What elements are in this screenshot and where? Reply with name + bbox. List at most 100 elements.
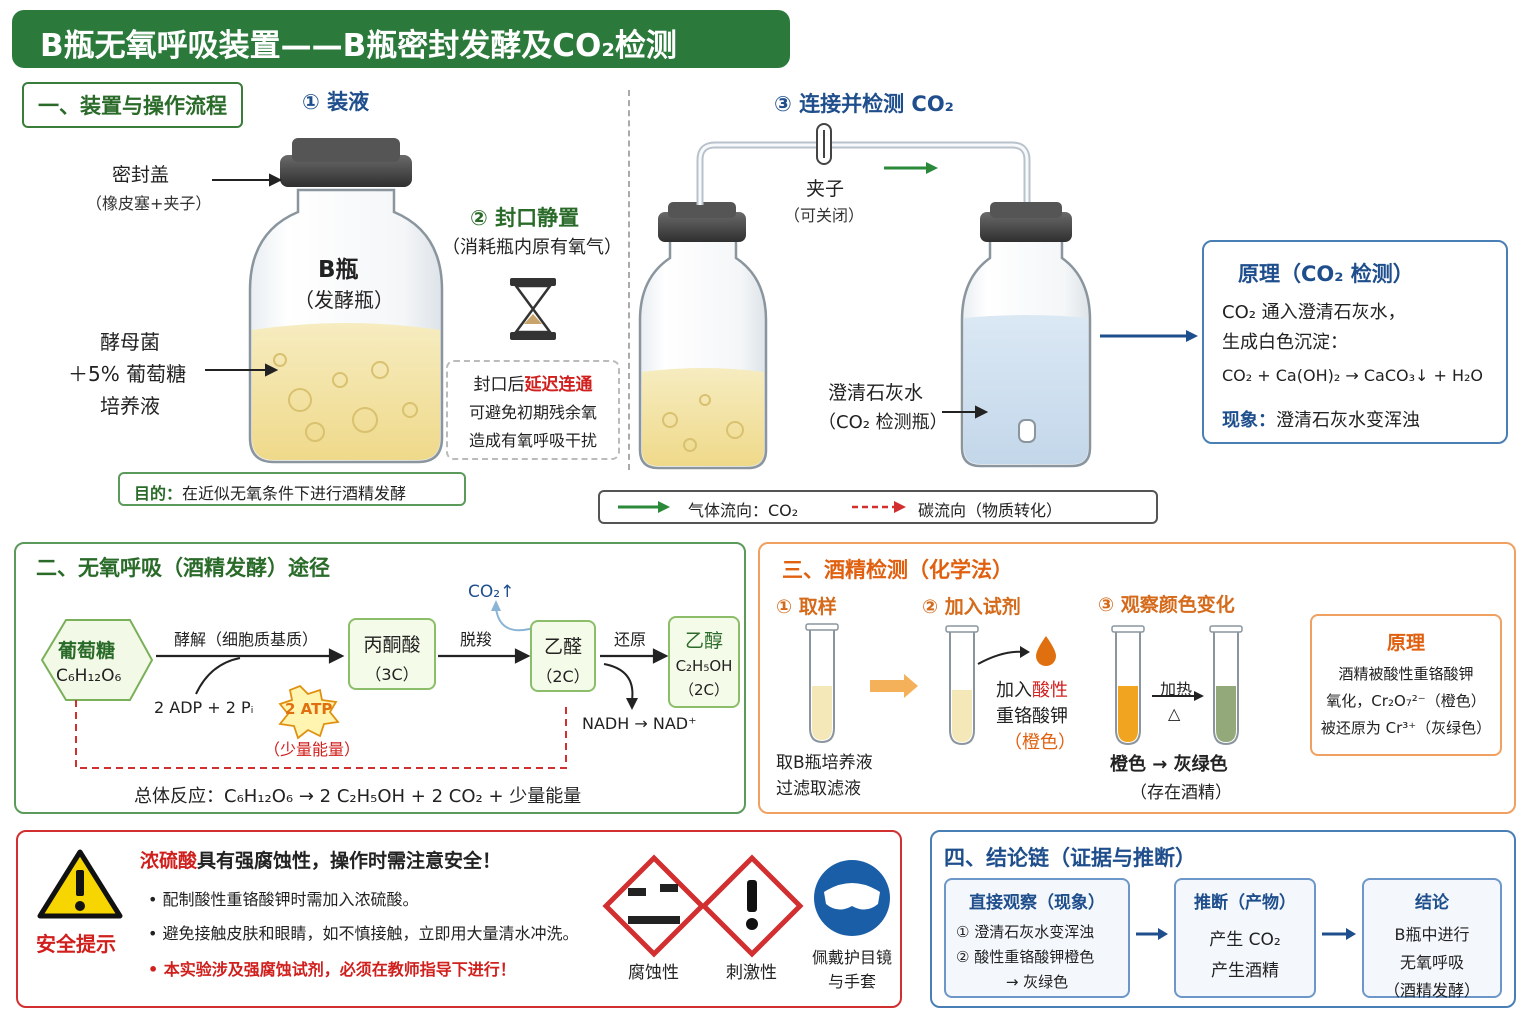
decarboxylation-label: 脱羧 bbox=[460, 630, 493, 649]
conclusion-title: 结论 bbox=[1415, 893, 1449, 913]
nadh-label: NADH → NAD⁺ bbox=[582, 714, 697, 733]
purpose-box: 目的：在近似无氧条件下进行酒精发酵 bbox=[118, 472, 466, 506]
test-tube-sample bbox=[805, 623, 839, 744]
pyruvate-label: 丙酮酸 bbox=[363, 634, 421, 656]
safety-panel bbox=[16, 830, 902, 1008]
s3-step2: ② 加入试剂 bbox=[922, 596, 1021, 618]
limewater-label: 澄清石灰水 bbox=[828, 382, 924, 404]
s3-reagent-1a: 加入 bbox=[996, 680, 1032, 701]
safety-bullet-2: • 避免接触皮肤和眼睛，如不慎接触，立即用大量清水冲洗。 bbox=[148, 924, 579, 943]
cap-label: 密封盖 bbox=[112, 164, 170, 186]
test-tube-orange bbox=[1111, 625, 1145, 746]
safety-headline-b: 具有强腐蚀性，操作时需注意安全！ bbox=[197, 850, 502, 872]
s3-sample-1: 取B瓶培养液 bbox=[776, 753, 873, 773]
clamp-icon bbox=[816, 123, 832, 165]
label-arrows bbox=[205, 173, 283, 377]
overall-reaction: 总体反应：C₆H₁₂O₆ → 2 C₂H₅OH + 2 CO₂ + 少量能量 bbox=[134, 786, 582, 807]
observation-box: 直接观察（现象） ① 澄清石灰水变浑浊 ② 酸性重铬酸钾橙色 → 灰绿色 bbox=[944, 878, 1130, 998]
limewater-sub-label: （CO₂ 检测瓶） bbox=[818, 412, 948, 433]
test-tube-green bbox=[1209, 625, 1243, 746]
heat-label: 加热 bbox=[1160, 680, 1193, 699]
cap-sub-label: （橡皮塞+夹子） bbox=[86, 194, 212, 213]
ethanol-formula: C₂H₅OH bbox=[675, 657, 733, 675]
alcohol-present-label: （存在酒精） bbox=[1130, 783, 1232, 803]
purpose-text: 在近似无氧条件下进行酒精发酵 bbox=[182, 484, 407, 503]
observation-title: 直接观察（现象） bbox=[969, 893, 1105, 913]
alcohol-principle-title: 原理 bbox=[1386, 632, 1425, 654]
acetaldehyde-box: 乙醛 （2C） bbox=[530, 620, 596, 692]
step2-label: ② 封口静置 bbox=[470, 206, 580, 230]
corrosive-icon bbox=[602, 854, 706, 958]
title-text: B瓶无氧呼吸装置——B瓶密封发酵及CO₂检测 bbox=[40, 28, 677, 64]
irritant-label: 刺激性 bbox=[726, 963, 777, 983]
co2-equation: CO₂ + Ca(OH)₂ → CaCO₃↓ + H₂O bbox=[1222, 366, 1484, 385]
yeast-label-2: ＋5% 葡萄糖 bbox=[68, 362, 187, 386]
co2-release-label: CO₂↑ bbox=[468, 582, 515, 602]
ethanol-carbons: （2C） bbox=[678, 681, 730, 699]
atp-burst bbox=[278, 684, 340, 740]
glucose-formula: C₆H₁₂O₆ bbox=[56, 666, 122, 686]
co2-principle-title: 原理（CO₂ 检测） bbox=[1238, 262, 1414, 286]
legend-carbon-label: 碳流向（物质转化） bbox=[918, 501, 1063, 520]
observation-2: ② 酸性重铬酸钾橙色 bbox=[956, 948, 1095, 966]
delay-note-3: 造成有氧呼吸干扰 bbox=[468, 431, 597, 450]
delay-note-box: 封口后延迟连通 可避免初期残余氧 造成有氧呼吸干扰 bbox=[446, 360, 620, 460]
conclusion-box: 结论 B瓶中进行 无氧呼吸 （酒精发酵） bbox=[1362, 878, 1502, 1000]
section-divider bbox=[628, 90, 630, 470]
delay-note-2: 可避免初期残余氧 bbox=[468, 403, 597, 422]
alcohol-principle-3: 被还原为 Cr³⁺（灰绿色） bbox=[1320, 719, 1492, 737]
delta-symbol: △ bbox=[1168, 704, 1181, 723]
section3-panel bbox=[758, 542, 1516, 814]
step3-label: ③ 连接并检测 CO₂ bbox=[774, 92, 954, 116]
delay-note-1a: 封口后 bbox=[473, 375, 525, 395]
inference-2: 产生酒精 bbox=[1211, 961, 1279, 981]
legend-gas-label: 气体流向：CO₂ bbox=[688, 501, 799, 520]
color-change-label: 橙色 → 灰绿色 bbox=[1110, 754, 1228, 775]
inference-1: 产生 CO₂ bbox=[1209, 930, 1281, 950]
delay-note-1b: 延迟连通 bbox=[524, 375, 593, 395]
ethanol-label: 乙醇 bbox=[684, 630, 723, 652]
s3-reagent-2: 重铬酸钾 bbox=[996, 706, 1068, 727]
yeast-label-1: 酵母菌 bbox=[100, 330, 160, 354]
safety-label: 安全提示 bbox=[36, 932, 116, 956]
section4-panel bbox=[930, 830, 1516, 1008]
reduction-label: 还原 bbox=[614, 630, 647, 649]
b-bottle-connected bbox=[638, 202, 768, 470]
alcohol-principle-1: 酒精被酸性重铬酸钾 bbox=[1338, 665, 1474, 683]
goggles-label-2: 与手套 bbox=[828, 972, 877, 991]
conclusion-3: （酒精发酵） bbox=[1383, 981, 1480, 1000]
bottle-sub-label: （发酵瓶） bbox=[294, 288, 394, 312]
s3-reagent-3: （橙色） bbox=[1004, 732, 1076, 753]
adp-label: 2 ADP + 2 Pᵢ bbox=[154, 698, 254, 717]
goggles-label-1: 佩戴护目镜 bbox=[812, 948, 893, 967]
section1-heading: 一、装置与操作流程 bbox=[22, 82, 243, 128]
ethanol-box: 乙醇 C₂H₅OH （2C） bbox=[668, 616, 740, 708]
safety-headline-a: 浓硫酸 bbox=[140, 850, 198, 872]
step1-label: ① 装液 bbox=[302, 90, 370, 114]
safety-bullet-1: • 配制酸性重铬酸钾时需加入浓硫酸。 bbox=[148, 890, 419, 909]
co2-principle-2: 生成白色沉淀： bbox=[1222, 332, 1348, 353]
s3-step1: ① 取样 bbox=[776, 596, 837, 618]
bottle-label: B瓶 bbox=[318, 257, 359, 283]
corrosive-label: 腐蚀性 bbox=[628, 963, 679, 983]
co2-principle-1: CO₂ 通入澄清石灰水， bbox=[1222, 302, 1406, 323]
hourglass-icon bbox=[510, 278, 556, 340]
gas-flow-arrow bbox=[884, 162, 938, 174]
phenomenon-text: 澄清石灰水变浑浊 bbox=[1276, 410, 1420, 431]
clamp-sub-label: （可关闭） bbox=[784, 206, 865, 225]
test-tube-reagent bbox=[945, 625, 979, 746]
phenomenon-label: 现象： bbox=[1222, 410, 1276, 431]
legend-box: 气体流向：CO₂ 碳流向（物质转化） bbox=[598, 490, 1158, 524]
step2-note: （消耗瓶内原有氧气） bbox=[442, 237, 622, 258]
purpose-label: 目的： bbox=[134, 484, 183, 503]
section3-heading: 三、酒精检测（化学法） bbox=[782, 558, 1013, 582]
drop-icon bbox=[1036, 636, 1056, 666]
clamp-label: 夹子 bbox=[806, 178, 845, 200]
warning-icon bbox=[37, 849, 123, 919]
section2-heading: 二、无氧呼吸（酒精发酵）途径 bbox=[36, 556, 330, 580]
s3-reagent-1b: 酸性 bbox=[1032, 680, 1068, 701]
